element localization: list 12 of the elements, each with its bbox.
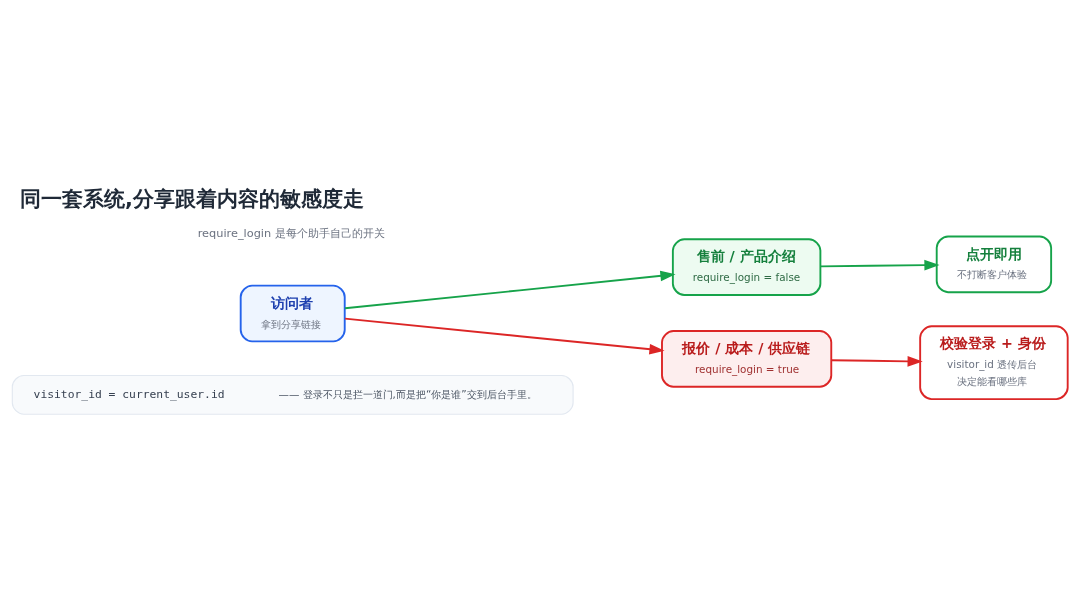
node-box: 校验登录 + 身份 visitor_id 透传后台 决定能看哪些库 xyxy=(919,324,1069,400)
arrow xyxy=(344,270,676,309)
node-box: visitor_id = current_user.id —— 登录不只是拦一道门,而是把“你是谁”交到后台手里。 xyxy=(11,374,574,415)
arrow xyxy=(819,259,940,270)
arrow xyxy=(344,317,665,354)
node-box: 访问者 拿到分享链接 xyxy=(239,284,346,342)
node-box: 报价 / 成本 / 供应链 require_login = true xyxy=(661,329,833,388)
node-box: 售前 / 产品介绍 require_login = false xyxy=(671,237,822,296)
label: require_login 是每个助手自己的开关 xyxy=(197,225,385,240)
arrow xyxy=(830,355,923,367)
diagram-title: 同一套系统,分享跟着内容的敏感度走 xyxy=(19,186,364,211)
node-box: 点开即用 不打断客户体验 xyxy=(935,235,1053,293)
